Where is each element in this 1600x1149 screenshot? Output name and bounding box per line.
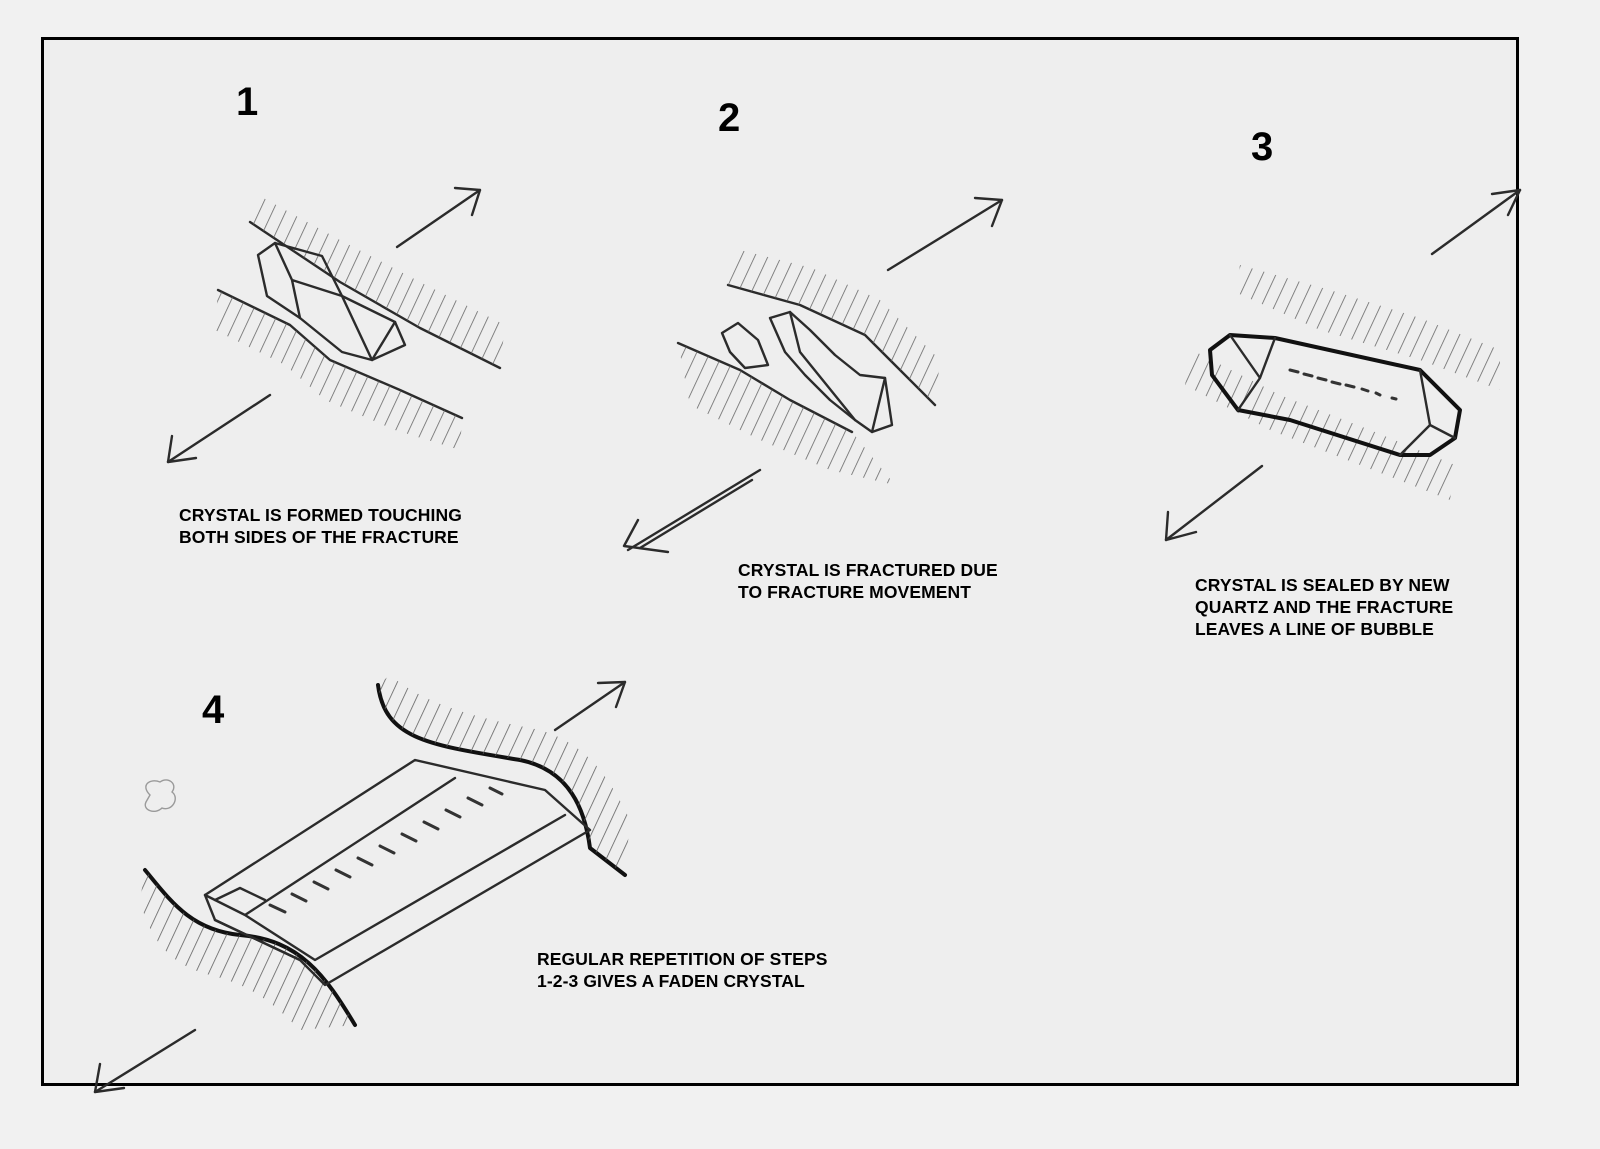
step3-caption: CRYSTAL IS SEALED BY NEW QUARTZ AND THE … <box>1195 574 1453 640</box>
step2-caption: CRYSTAL IS FRACTURED DUE TO FRACTURE MOV… <box>738 559 998 603</box>
step1-caption: CRYSTAL IS FORMED TOUCHING BOTH SIDES OF… <box>179 504 462 548</box>
step3-lower-wall <box>1185 350 1455 500</box>
step1-number: 1 <box>236 80 259 124</box>
step1-sketch <box>166 186 505 464</box>
step1-lower-wall <box>215 288 464 450</box>
step2-arrow-down <box>622 468 762 554</box>
step3-number: 3 <box>1251 125 1274 169</box>
step4-bubble-trail <box>268 786 504 914</box>
step2-lower-wall <box>676 341 895 485</box>
small-doodle <box>144 779 176 812</box>
step3-upper-wall <box>1235 265 1500 390</box>
step2-crystal-fragments <box>720 310 894 434</box>
step4-faden-crystal <box>203 758 592 987</box>
step4-sketch <box>93 675 630 1094</box>
step3-caption-line2: QUARTZ AND THE FRACTURE <box>1195 597 1454 617</box>
step3-arrow-down <box>1164 464 1264 542</box>
step2-arrow-up <box>886 196 1004 272</box>
step1-crystal <box>256 241 407 362</box>
step4-caption: REGULAR REPETITION OF STEPS 1-2-3 GIVES … <box>537 948 828 992</box>
step3-bubble-line <box>1288 368 1398 401</box>
step4-lower-wall <box>140 868 357 1030</box>
step3-sealed-crystal <box>1208 333 1462 457</box>
step1-caption-line1: CRYSTAL IS FORMED TOUCHING <box>179 505 462 525</box>
step4-arrow-down <box>93 1028 197 1094</box>
step2-caption-line1: CRYSTAL IS FRACTURED DUE <box>738 560 998 580</box>
step1-upper-wall <box>248 195 505 370</box>
step4-number: 4 <box>202 688 225 732</box>
step1-arrow-down <box>166 393 272 464</box>
step3-caption-line1: CRYSTAL IS SEALED BY NEW <box>1195 575 1450 595</box>
step1-caption-line2: BOTH SIDES OF THE FRACTURE <box>179 527 459 547</box>
step3-arrow-up <box>1430 188 1522 256</box>
step1-arrow-up <box>395 186 482 249</box>
step2-number: 2 <box>718 96 741 140</box>
step3-sketch <box>1164 188 1522 542</box>
step4-arrow-up <box>553 680 627 732</box>
step4-upper-wall <box>376 675 630 877</box>
step2-upper-wall <box>726 250 940 407</box>
step2-sketch <box>622 196 1004 554</box>
step3-caption-line3: LEAVES A LINE OF BUBBLE <box>1195 619 1434 639</box>
step2-caption-line2: TO FRACTURE MOVEMENT <box>738 582 972 602</box>
step4-caption-line1: REGULAR REPETITION OF STEPS <box>537 949 828 969</box>
step4-caption-line2: 1-2-3 GIVES A FADEN CRYSTAL <box>537 971 805 991</box>
